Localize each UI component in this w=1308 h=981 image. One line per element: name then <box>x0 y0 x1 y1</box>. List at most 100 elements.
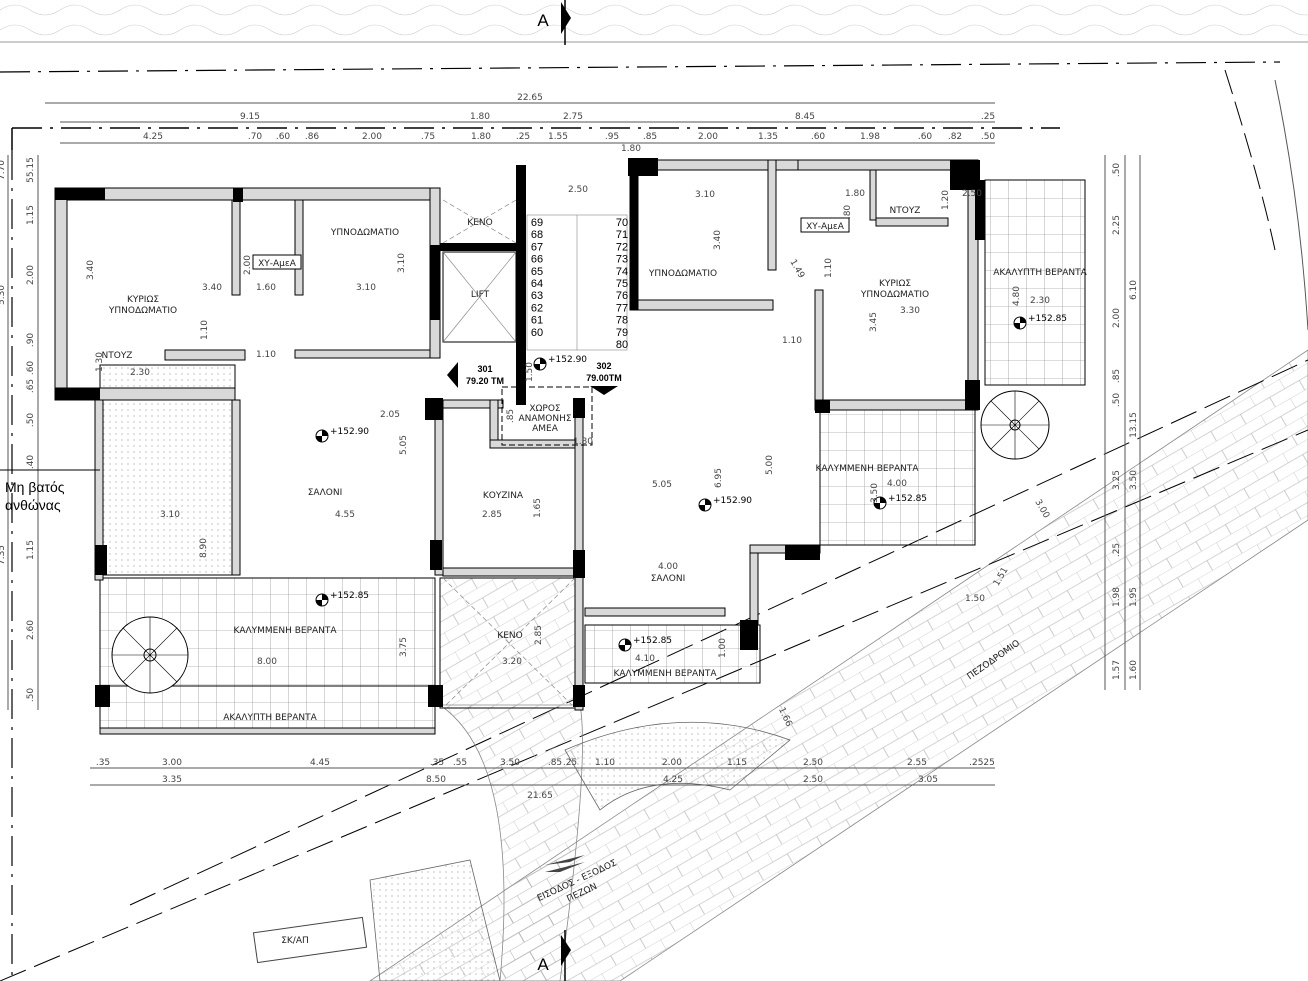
dimension-lines <box>0 102 1141 786</box>
dimension-interior: 3.50 <box>870 483 880 503</box>
dimension-interior: 3.45 <box>869 312 879 332</box>
stair-flight <box>526 214 628 351</box>
dimension-left: 1.15 <box>26 205 36 225</box>
dimension-right: 1.95 <box>1129 587 1139 607</box>
dimension-interior: 1.50 <box>965 594 985 604</box>
dimension-interior: 1.20 <box>941 190 951 210</box>
dimension-interior: 1.49 <box>787 258 806 281</box>
stair-step-number: 61 <box>531 315 543 327</box>
garden-strip <box>0 0 1308 40</box>
level-symbol-icon <box>315 429 329 443</box>
spiral-stair-left <box>111 616 189 694</box>
wc-label-box <box>800 217 850 233</box>
dimension-top: .60 <box>276 132 291 142</box>
stair-step-number: 67 <box>531 241 543 253</box>
dimension-bottom: 3.05 <box>918 775 938 785</box>
dimension-top: 1.55 <box>548 132 568 142</box>
dimension-top: .95 <box>605 132 619 142</box>
stair-step-number: 76 <box>616 290 628 302</box>
dimension-top: 22.65 <box>517 93 543 103</box>
level-value: +152.90 <box>713 496 752 506</box>
dimension-bottom: 1.10 <box>595 758 615 768</box>
dimension-top: .25 <box>981 112 995 122</box>
stair-step-number: 64 <box>531 278 543 290</box>
dimension-right: 6.10 <box>1129 280 1139 300</box>
planter-entrance <box>369 859 501 981</box>
sidewalk-paving <box>369 349 1308 981</box>
room-label-master-bedroom: ΚΥΡΙΩΣ <box>127 295 159 305</box>
dimension-top: .82 <box>948 132 962 142</box>
dimension-left: 55.15 <box>26 157 36 183</box>
dimension-left: 7.35 <box>0 545 7 565</box>
dimension-top: 1.80 <box>471 132 491 142</box>
dimension-bottom: 3.35 <box>162 775 182 785</box>
dimension-interior: 1.10 <box>782 336 802 346</box>
room-label-void: ΚΕΝΟ <box>497 631 522 641</box>
dimension-bottom: 2.50 <box>803 775 823 785</box>
level-value: +152.90 <box>330 427 369 437</box>
room-label-master-bedroom: ΥΠΝΟΔΩΜΑΤΙΟ <box>860 290 929 300</box>
dimension-interior: 3.10 <box>160 510 180 520</box>
dimension-top: .86 <box>305 132 320 142</box>
dimension-interior: 5.05 <box>399 435 409 455</box>
dimension-top: .60 <box>918 132 933 142</box>
dimension-bottom: .35 <box>430 758 444 768</box>
level-value: +152.85 <box>888 494 927 504</box>
room-label-living-room: ΣΑΛΟΝΙ <box>651 574 685 584</box>
room-label-shower: ΝΤΟΥΖ <box>102 351 133 361</box>
dimension-top: 1.80 <box>621 144 641 154</box>
planter-bottom <box>564 721 791 811</box>
room-label-lift: LIFT <box>471 290 490 300</box>
apartment-301-arrow <box>447 362 458 388</box>
dimension-right: 1.60 <box>1129 660 1139 680</box>
dimension-top: .25 <box>516 132 530 142</box>
planter-label: ανθώνας <box>5 497 61 513</box>
level-symbol-icon <box>1013 316 1027 330</box>
level-value: +152.90 <box>548 355 587 365</box>
dimension-bottom: .85 <box>548 758 562 768</box>
dimension-left: .50 <box>26 413 36 428</box>
dimension-top: 2.00 <box>698 132 718 142</box>
void-top <box>442 199 517 244</box>
dimension-bottom: .2525 <box>969 758 995 768</box>
room-label-shower: ΝΤΟΥΖ <box>890 206 921 216</box>
dimension-bottom: 3.00 <box>162 758 182 768</box>
dimension-bottom: 2.55 <box>907 758 927 768</box>
level-symbol-icon <box>698 498 712 512</box>
dimension-left: 2.00 <box>26 265 36 285</box>
stair-step-number: 60 <box>531 327 543 339</box>
dimension-right: 2.00 <box>1112 308 1122 328</box>
dimension-interior: 2.50 <box>962 189 982 199</box>
dimension-right: 2.25 <box>1112 215 1122 235</box>
dimension-interior: 3.30 <box>900 306 920 316</box>
dimension-bottom: 2.50 <box>803 758 823 768</box>
dimension-right: .50 <box>1112 393 1122 408</box>
dimension-left: 2.60 <box>26 620 36 640</box>
level-value: +152.85 <box>330 591 369 601</box>
dimension-top: .70 <box>248 132 263 142</box>
dimension-bottom: 8.50 <box>426 775 446 785</box>
stair-step-number: 73 <box>616 254 628 266</box>
dimension-top: 2.75 <box>563 112 583 122</box>
road-edge <box>1274 79 1308 331</box>
room-label-living-room: ΣΑΛΟΝΙ <box>308 488 342 498</box>
entrance-arrow <box>545 855 585 872</box>
apartment-number: 301 <box>477 364 492 374</box>
dimension-right: .25 <box>1112 543 1122 557</box>
columns <box>55 158 985 707</box>
dimension-right: 3.50 <box>1129 470 1139 490</box>
waiting-area-outline <box>501 386 593 446</box>
dimension-top: 8.45 <box>795 112 815 122</box>
dimension-interior: .85 <box>506 409 516 423</box>
dimension-interior: 1.10 <box>200 320 210 340</box>
dimension-interior: 2.00 <box>243 255 253 275</box>
dimension-left: .65 <box>26 379 36 393</box>
boundary-line <box>0 429 1308 981</box>
room-label-uncovered-veranda: ΑΚΑΛΥΠΤΗ ΒΕΡΑΝΤΑ <box>223 713 317 723</box>
dimension-top: .85 <box>643 132 657 142</box>
dimension-right: 1.98 <box>1112 587 1122 607</box>
dimension-right: 1.57 <box>1112 660 1122 680</box>
section-label-bottom: A <box>537 955 549 974</box>
stair-step-number: 68 <box>531 229 543 241</box>
room-label-void: ΚΕΝΟ <box>467 218 492 228</box>
